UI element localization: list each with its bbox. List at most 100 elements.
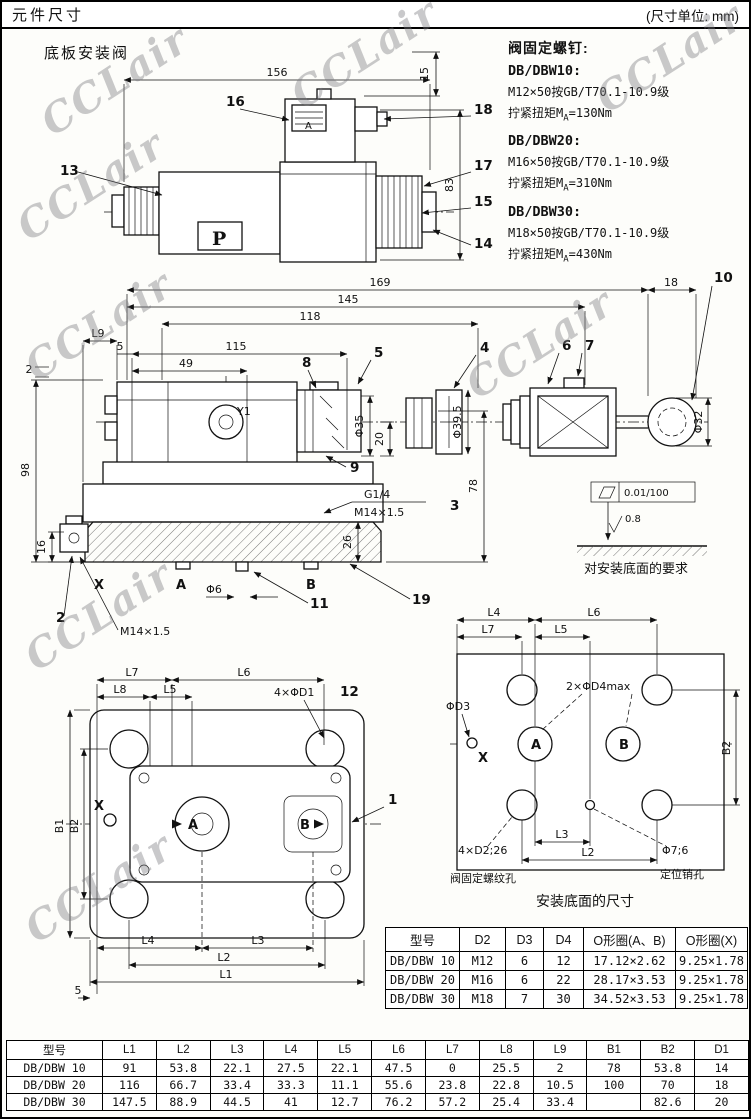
table-cell: 28.17×3.53: [583, 970, 676, 990]
table-cell: DB/DBW 30: [6, 1093, 103, 1111]
table-cell: O形圈(X): [675, 927, 748, 952]
table-cell: 33.4: [532, 1093, 588, 1111]
table-cell: D2: [459, 927, 506, 952]
screw-spec: M16×50按GB/T70.1-10.9级: [508, 155, 670, 170]
dim-78: 78: [467, 479, 480, 493]
dim-118: 118: [300, 310, 321, 323]
dim-phi6: Φ6: [206, 583, 222, 596]
page-title: 元件尺寸: [12, 7, 85, 24]
callout-16: 16: [226, 94, 245, 110]
table-cell: 55.6: [371, 1076, 426, 1094]
torque-note: 拧紧扭矩MA=130Nm: [508, 106, 613, 124]
surface-req-caption: 对安装底面的要求: [584, 561, 688, 576]
port-label-b: B: [300, 818, 310, 833]
table-cell: 10.5: [532, 1076, 588, 1094]
note-phi7-6: Φ7;6: [662, 844, 688, 857]
note-g14: G1/4: [364, 488, 390, 501]
table-cell: DB/DBW 10: [6, 1059, 103, 1077]
callout-7: 7: [585, 338, 594, 354]
dim-145: 145: [338, 293, 359, 306]
valve-section-view-drawing: Y1: [19, 270, 733, 638]
table-cell: 76.2: [371, 1093, 426, 1111]
screw-spec: M12×50按GB/T70.1-10.9级: [508, 85, 670, 99]
flatness-tolerance: 0.01/100: [624, 488, 669, 499]
table-cell: 82.6: [640, 1093, 696, 1111]
table-cell: 53.8: [155, 1059, 211, 1077]
table-cell: 12.7: [317, 1093, 373, 1111]
port-label-x: X: [478, 751, 488, 766]
table-cell: 6: [505, 951, 544, 971]
dim-B2: B2: [68, 819, 81, 834]
port-label-x: X: [94, 799, 104, 814]
dim-L3: L3: [555, 828, 568, 841]
table-cell: 23.8: [424, 1076, 480, 1094]
mounting-face-drawing: A B X ΦD3 2×ΦD4max L4 L6 L7 L5 B2 L3: [446, 606, 740, 909]
dim-5: 5: [117, 340, 124, 353]
callout-17: 17: [474, 158, 493, 174]
callout-1: 1: [388, 792, 397, 808]
table-cell: 6: [505, 970, 544, 990]
dim-20: 20: [373, 432, 386, 446]
table-cell: M12: [459, 951, 506, 971]
table-cell: L5: [317, 1040, 373, 1060]
port-label-x: X: [94, 578, 104, 593]
dim-L4: L4: [141, 934, 154, 947]
table-cell: 33.4: [209, 1076, 265, 1094]
table-cell: D1: [694, 1040, 749, 1060]
table-cell: 14: [694, 1059, 749, 1077]
callout-10: 10: [714, 270, 733, 286]
table-cell: 25.4: [478, 1093, 534, 1111]
table-cell: 53.8: [640, 1059, 696, 1077]
table-cell: M16: [459, 970, 506, 990]
dim-49: 49: [179, 357, 193, 370]
surface-requirement: 0.01/100 0.8 对安装底面的要求: [577, 481, 707, 576]
callout-15: 15: [474, 194, 493, 210]
dim-156: 156: [267, 66, 288, 79]
table-cell: L6: [371, 1040, 426, 1060]
table-cell: DB/DBW 20: [6, 1076, 103, 1094]
table-cell: 66.7: [155, 1076, 211, 1094]
table-cell: 57.2: [424, 1093, 480, 1111]
dim-5-offset: 5: [75, 984, 82, 997]
connector-terminal-label: A: [305, 121, 312, 132]
table-cell: 100: [586, 1076, 642, 1094]
note-pin-hole-label: 定位销孔: [660, 867, 704, 881]
dim-phi32: Φ32: [692, 411, 705, 434]
callout-14: 14: [474, 236, 493, 252]
table-cell: 34.52×3.53: [583, 989, 676, 1009]
dim-B1: B1: [53, 819, 66, 834]
mounting-face-caption: 安装底面的尺寸: [536, 893, 634, 909]
table-cell: 9.25×1.78: [675, 970, 748, 990]
table-cell: 27.5: [263, 1059, 319, 1077]
table-cell: 70: [640, 1076, 696, 1094]
table-cell: 20: [694, 1093, 749, 1111]
port-label-y1: Y1: [236, 405, 251, 418]
flow-arrow-b: [314, 819, 324, 829]
callout-18: 18: [474, 102, 493, 118]
note-2xphiD4max: 2×ΦD4max: [566, 680, 631, 693]
table-cell: 33.3: [263, 1076, 319, 1094]
callout-4: 4: [480, 340, 489, 356]
torque-note: 拧紧扭矩MA=310Nm: [508, 176, 613, 194]
callout-19: 19: [412, 592, 431, 608]
note-screw-holes-label: 阀固定螺纹孔: [450, 871, 516, 885]
table-cell: 30: [543, 989, 584, 1009]
dim-L5: L5: [163, 683, 176, 696]
dim-L7: L7: [481, 623, 494, 636]
table-cell: L2: [155, 1040, 211, 1060]
note-m14-top: M14×1.5: [354, 506, 404, 519]
table-cell: 44.5: [209, 1093, 265, 1111]
dim-L4: L4: [487, 606, 500, 619]
table-cell: 18: [694, 1076, 749, 1094]
dim-L5: L5: [554, 623, 567, 636]
screw-spec: M18×50按GB/T70.1-10.9级: [508, 225, 670, 240]
dim-L7: L7: [125, 666, 138, 679]
dim-phi39-5: Φ39.5: [451, 405, 464, 438]
dim-L1: L1: [219, 968, 232, 981]
